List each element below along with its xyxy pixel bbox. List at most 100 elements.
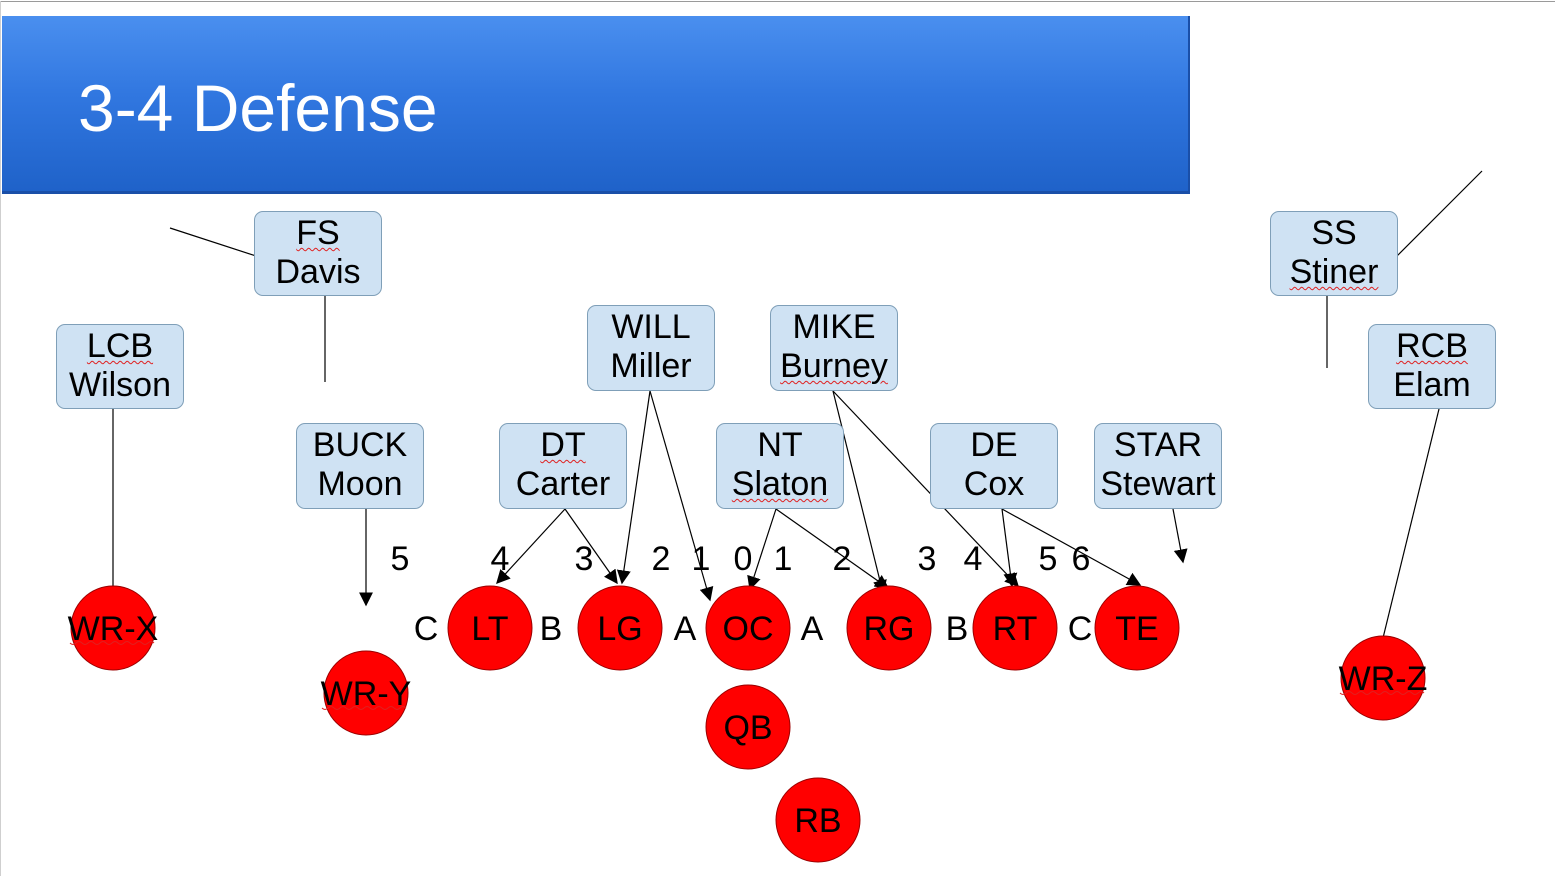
offense-te: TE (1094, 585, 1180, 671)
technique-6-right: 6 (1071, 540, 1091, 578)
technique-5-left: 5 (390, 540, 410, 578)
technique-2-left: 2 (651, 540, 671, 578)
offense-circle (705, 684, 791, 770)
gap-c-right: C (1067, 610, 1093, 648)
offense-label: RT (993, 610, 1038, 648)
rcb-man-line (1382, 408, 1440, 639)
offense-lt: LT (447, 585, 533, 671)
defender-position: DT (540, 426, 586, 464)
offense-circle (972, 585, 1058, 671)
defender-buck: BUCK Moon (296, 423, 424, 509)
de-arrow-te (1001, 508, 1142, 586)
technique-3-right: 3 (917, 540, 937, 578)
defender-position: LCB (86, 327, 154, 365)
offense-circle (1340, 635, 1426, 721)
defender-lcb: LCB Wilson (56, 324, 184, 409)
technique-4-left: 4 (490, 540, 510, 578)
defender-position: STAR (1113, 426, 1203, 464)
technique-1-left: 1 (691, 540, 711, 578)
nt-arrow-rg (775, 508, 890, 589)
defender-name: Moon (317, 465, 403, 503)
offense-label: WR-Y (321, 675, 412, 713)
defender-fs: FS Davis (254, 211, 382, 296)
defender-mike: MIKE Burney (770, 305, 898, 391)
offense-label: LG (597, 610, 642, 648)
offense-circle (447, 585, 533, 671)
offense-label: LT (471, 610, 508, 648)
offense-qb: QB (705, 684, 791, 770)
offense-label: TE (1115, 610, 1158, 648)
defender-rcb: RCB Elam (1368, 324, 1496, 409)
spell-underline (1339, 691, 1425, 695)
star-arrow (1172, 508, 1188, 564)
defender-position: NT (757, 426, 803, 464)
mike-arrow-rt (832, 390, 1019, 588)
spell-underline (69, 641, 155, 645)
defender-position: RCB (1396, 327, 1468, 365)
defender-name: Stiner (1289, 253, 1379, 291)
dt-arrow-lg (564, 508, 618, 585)
de-arrow-rt (1001, 508, 1018, 588)
offense-rb: RB (775, 777, 861, 863)
offense-rg: RG (846, 585, 932, 671)
technique-3-left: 3 (574, 540, 594, 578)
gap-c-left: C (413, 610, 439, 648)
defender-nt: NT Slaton (716, 423, 844, 509)
offense-circle (705, 585, 791, 671)
defender-star: STAR Stewart (1094, 423, 1222, 509)
nt-arrow-oc (747, 508, 777, 591)
defender-name: Miller (610, 347, 692, 385)
defender-name: Slaton (731, 465, 829, 503)
technique-1-right: 1 (773, 540, 793, 578)
offense-circle (323, 650, 409, 736)
gap-b-left: B (539, 610, 563, 648)
defender-ss: SS Stiner (1270, 211, 1398, 296)
defender-name: Carter (515, 465, 611, 503)
offense-lg: LG (577, 585, 663, 671)
offense-circle (846, 585, 932, 671)
top-border (0, 1, 1555, 2)
technique-2-right: 2 (832, 540, 852, 578)
slide-title: 3-4 Defense (78, 71, 438, 145)
spell-underline (321, 706, 407, 710)
technique-5-right: 5 (1038, 540, 1058, 578)
defender-name: Elam (1393, 366, 1471, 404)
offense-circle (577, 585, 663, 671)
defender-name: Cox (963, 465, 1025, 503)
defender-name: Stewart (1100, 465, 1216, 503)
gap-a-right: A (800, 610, 824, 648)
offense-label: OC (723, 610, 774, 648)
title-bar (2, 16, 1190, 194)
will-arrow-oc (649, 390, 714, 602)
offense-circle (1094, 585, 1180, 671)
defender-name: Burney (780, 347, 888, 385)
offense-circle (775, 777, 861, 863)
defender-position: FS (296, 214, 340, 252)
technique-0: 0 (733, 540, 753, 578)
left-border (0, 1, 1, 876)
offense-oc: OC (705, 585, 791, 671)
gap-a-left: A (673, 610, 697, 648)
will-arrow-lg (616, 390, 651, 585)
technique-4-right: 4 (963, 540, 983, 578)
offense-wr-z: WR-Z (1339, 635, 1427, 721)
offense-circle (70, 585, 156, 671)
offense-label: RB (794, 802, 841, 840)
fs-coverage-line (169, 227, 257, 257)
defender-will: WILL Miller (587, 305, 715, 391)
offense-label: QB (723, 709, 772, 747)
defender-position: BUCK (312, 426, 408, 464)
offense-wr-x: WR-X (68, 585, 158, 671)
defender-position: WILL (611, 308, 691, 346)
dt-arrow-lt (496, 508, 566, 585)
gap-b-right: B (945, 610, 969, 648)
defender-position: DE (970, 426, 1018, 464)
defender-name: Davis (275, 253, 361, 291)
defender-position: SS (1311, 214, 1357, 252)
defender-name: Wilson (68, 366, 172, 404)
defender-position: MIKE (792, 308, 876, 346)
ss-coverage-line (1396, 170, 1483, 257)
offense-rt: RT (972, 585, 1058, 671)
